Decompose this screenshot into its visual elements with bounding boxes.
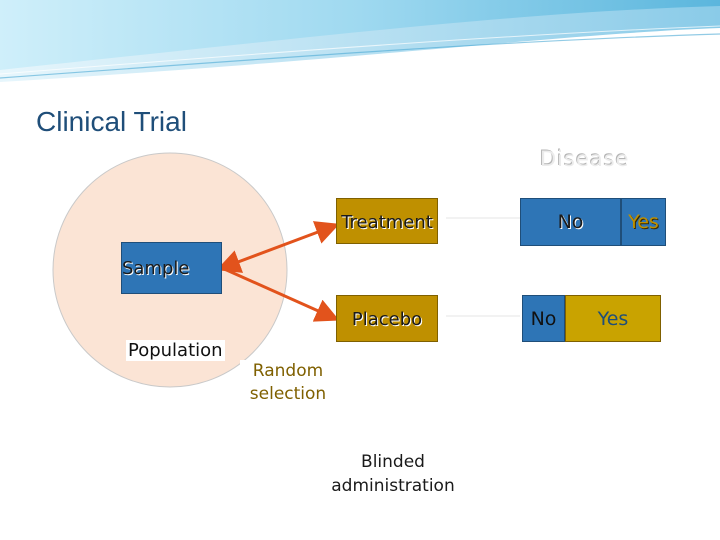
disease-label: Disease <box>540 147 630 171</box>
population-label: Population <box>126 340 225 361</box>
header-wave-front <box>0 0 720 70</box>
placebo-outcome-yes-label: Yes <box>597 307 629 330</box>
random-selection-label: Random selection <box>240 360 336 406</box>
treatment-outcome-yes: Yes <box>621 198 666 246</box>
treatment-box: Treatment <box>336 198 438 244</box>
placebo-outcome-yes: Yes <box>565 295 661 342</box>
treatment-outcome-no: No <box>520 198 621 246</box>
arrow-to-treatment <box>216 221 340 273</box>
blinded-administration-label: Blinded administration <box>331 452 455 496</box>
treatment-outcome-no-label: No <box>557 211 584 233</box>
arrow-to-placebo <box>221 266 340 322</box>
placebo-box: Placebo <box>336 295 438 342</box>
slide-title: Clinical Trial <box>36 106 187 137</box>
sample-box: Sample <box>121 242 222 294</box>
sample-label: Sample <box>122 257 190 279</box>
placebo-outcome-no-label: No <box>530 307 557 330</box>
header-wave-line <box>0 33 720 79</box>
treatment-label: Treatment <box>341 212 433 233</box>
placebo-label: Placebo <box>351 309 423 330</box>
treatment-outcome-yes-label: Yes <box>628 211 659 233</box>
placebo-outcome-no: No <box>522 295 565 342</box>
